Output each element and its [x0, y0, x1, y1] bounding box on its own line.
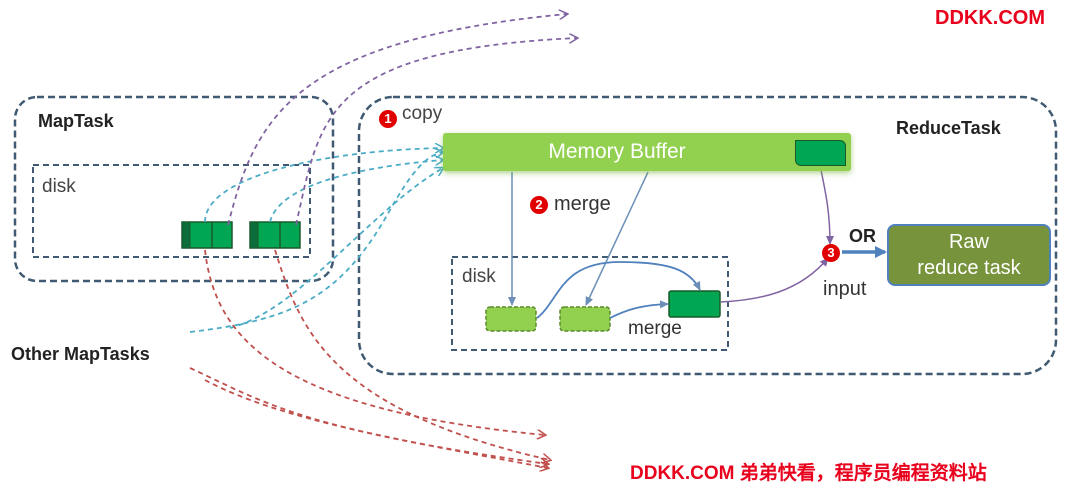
step-3-label: input — [823, 278, 867, 300]
input-arrow-disk — [720, 257, 829, 303]
purple-arrow-top-1 — [227, 14, 567, 226]
spill-file-1 — [485, 306, 537, 332]
step-3-badge: 3 — [822, 244, 840, 262]
red-arrow-bottom-1 — [204, 249, 545, 435]
maptask-disk-box — [32, 164, 311, 258]
step-1-label: copy — [402, 103, 443, 124]
or-label: OR — [849, 226, 876, 246]
copy-arrow-1 — [204, 148, 443, 223]
memory-buffer-label: Memory Buffer — [548, 140, 686, 163]
watermark-top: DDKK.COM — [935, 7, 1045, 29]
merge-arrow-1 — [536, 261, 701, 319]
red-arrow-other-2 — [204, 379, 548, 468]
other-maptasks-label: Other MapTasks — [11, 344, 150, 364]
memory-buffer-chunk — [795, 140, 846, 166]
reducetask-box — [357, 95, 1058, 376]
merge-arrow-2 — [609, 300, 669, 319]
map-output-file-2 — [249, 221, 301, 249]
reducetask-disk-label: disk — [462, 266, 496, 287]
copy-arrow-other-2 — [229, 168, 443, 329]
spill-arrow-2 — [585, 171, 649, 306]
inner-merge-label: merge — [628, 318, 682, 339]
copy-arrow-2 — [269, 160, 443, 223]
maptask-disk-label: disk — [42, 176, 76, 197]
step-2-label: merge — [554, 193, 611, 215]
reducetask-title: ReduceTask — [896, 118, 1001, 138]
raw-reduce-task-line2: reduce task — [917, 257, 1021, 279]
raw-reduce-task-line1: Raw — [948, 231, 989, 253]
purple-arrow-top-2 — [295, 38, 577, 226]
red-arrow-other-1 — [189, 367, 548, 464]
raw-reduce-task: Raw reduce task — [887, 224, 1051, 286]
step-2-badge: 2 — [530, 196, 548, 214]
watermark-bottom: DDKK.COM 弟弟快看，程序员编程资料站 — [630, 463, 987, 484]
memory-buffer: Memory Buffer — [443, 133, 851, 171]
maptask-box — [13, 95, 335, 283]
spill-file-2 — [559, 306, 611, 332]
merged-file — [668, 290, 721, 318]
maptask-title: MapTask — [38, 111, 114, 131]
reducetask-disk-box — [451, 256, 729, 351]
copy-arrow-other-1 — [189, 152, 443, 333]
map-output-file-1 — [181, 221, 233, 249]
step-1-badge: 1 — [379, 110, 397, 128]
input-arrow-memory — [819, 164, 834, 245]
